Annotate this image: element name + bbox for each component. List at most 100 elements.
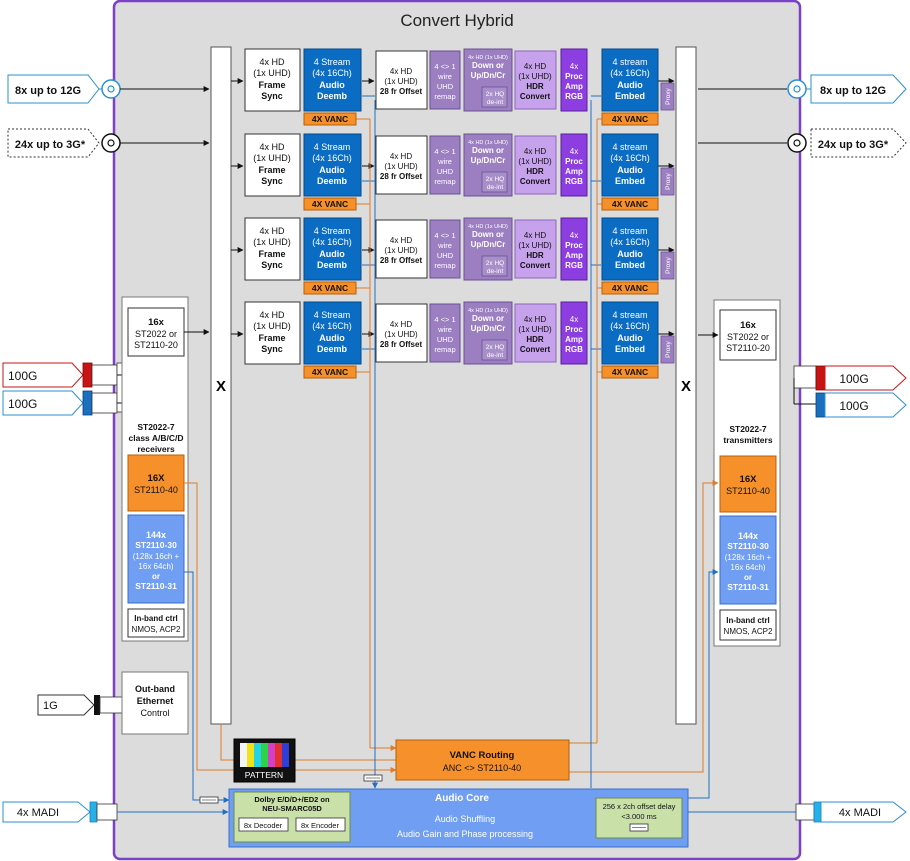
left-3g-connector: [101, 133, 121, 153]
right-12g-label: 8x up to 12G: [820, 85, 886, 97]
right-100g-b-label: 100G: [839, 399, 868, 413]
audio-core-title: Audio Core: [435, 793, 489, 804]
hdr-line-4: Convert: [520, 261, 551, 270]
offset-line-2: (1x UHD): [384, 246, 418, 255]
proc-line-4: RGB: [565, 345, 583, 354]
proc-line-1: 4x: [570, 231, 578, 240]
vanc-out-box: [601, 112, 659, 126]
offset-line-2: (1x UHD): [384, 162, 418, 171]
audio-deemb-line-4: Deemb: [317, 260, 348, 270]
hdr-convert-box: [514, 219, 557, 279]
right-madi-label: 4x MADI: [839, 807, 881, 819]
audio-deemb-line-1: 4 Stream: [314, 142, 351, 152]
down-line-5: de-int: [487, 268, 503, 275]
proc-line-1: 4x: [570, 147, 578, 156]
audio-embed-line-3: Audio: [617, 80, 643, 90]
outband-ethernet-box: [121, 671, 189, 735]
hdr-line-2: (1x UHD): [518, 241, 552, 250]
proc-amp-box: [560, 301, 588, 365]
vanc-in-label: 4X VANC: [312, 114, 348, 124]
receiver-audio-box: [127, 514, 185, 604]
audio-deemb-line-3: Audio: [319, 249, 345, 259]
receiver-proto-2: ST2110-20: [134, 340, 178, 350]
receiver-audio-proto: ST2110-30: [135, 540, 177, 550]
audio-embed-box: [601, 301, 659, 365]
left-1g-input: 1G: [37, 694, 123, 716]
proc-amp-box: [560, 217, 588, 281]
offset-line-3: 28 fr Offset: [380, 340, 423, 349]
vanc-routing-detail: ANC <> ST2110-40: [443, 763, 521, 773]
outband-line-1: Out-band: [135, 684, 175, 694]
vanc-routing-title: VANC Routing: [450, 750, 515, 761]
remap-line-1: 4 <> 1: [434, 62, 455, 71]
audio-deemb-line-2: (4x 16Ch): [312, 237, 352, 247]
audio-embed-line-3: Audio: [617, 249, 643, 259]
hdr-line-2: (1x UHD): [518, 325, 552, 334]
proc-line-3: Amp: [565, 251, 583, 260]
hdr-line-1: 4x HD: [524, 62, 546, 71]
audio-deemb-line-4: Deemb: [317, 344, 348, 354]
right-madi-connector: [813, 801, 822, 823]
transmitter-anc-count: 16X: [740, 474, 758, 485]
receiver-audio-alt: ST2110-31: [135, 581, 177, 591]
outband-line-3: Control: [140, 708, 169, 718]
proxy-label: Proxy: [665, 256, 672, 273]
receiver-ctrl-title: In-band ctrl: [134, 614, 178, 623]
frame-sync-box: [244, 301, 301, 365]
right-100g-output-a: 100G: [793, 365, 907, 391]
frame-sync-line-2: (1x UHD): [253, 68, 291, 78]
right-12g-output: 8x up to 12G: [698, 74, 907, 104]
proc-line-1: 4x: [570, 315, 578, 324]
audio-deemb-line-3: Audio: [319, 80, 345, 90]
audio-deemb-line-3: Audio: [319, 333, 345, 343]
offset-line-3: 28 fr Offset: [380, 87, 423, 96]
remap-line-2: wire: [437, 241, 452, 250]
left-1g-label: 1G: [43, 700, 58, 712]
receiver-count: 16x: [148, 317, 165, 328]
left-12g-input: 8x up to 12G: [7, 74, 210, 104]
left-100g-b-label: 100G: [8, 397, 37, 411]
dolby-line-2: NEU-SMARC05D: [262, 804, 322, 813]
remap-line-1: 4 <> 1: [434, 231, 455, 240]
offset-line-2: (1x UHD): [384, 77, 418, 86]
left-100g-a-connector: [82, 362, 93, 388]
audio-embed-line-1: 4 stream: [612, 310, 647, 320]
dolby-line-1: Dolby E/D/D+/ED2 on: [254, 795, 330, 804]
audio-deemb-box: [303, 48, 362, 112]
audio-core-line-2: Audio Gain and Phase processing: [397, 829, 533, 839]
proc-line-2: Proc: [565, 325, 583, 334]
proxy-label: Proxy: [665, 340, 672, 357]
audio-embed-line-1: 4 stream: [612, 142, 647, 152]
offset-box: [375, 135, 428, 195]
vanc-in-box: [303, 197, 357, 211]
receiver-proto-1: ST2022 or: [135, 329, 177, 339]
vanc-out-label: 4X VANC: [612, 367, 648, 377]
left-100g-a-label: 100G: [8, 369, 37, 383]
right-100g-b-connector: [815, 392, 826, 418]
remap-line-1: 4 <> 1: [434, 147, 455, 156]
frame-sync-line-2: (1x UHD): [253, 321, 291, 331]
uhd-remap-box: [429, 219, 461, 279]
left-12g-connector: [101, 79, 121, 99]
transmitter-ctrl-detail: NMOS, ACP2: [724, 627, 773, 636]
proc-line-2: Proc: [565, 157, 583, 166]
transmitter-audio-count: 144x: [738, 531, 758, 541]
frame-sync-line-3: Frame: [258, 165, 285, 175]
proxy-box: [660, 251, 675, 280]
down-line-4: 2x HQ: [486, 260, 504, 267]
proc-amp-box: [560, 133, 588, 197]
routing-lines: [184, 100, 719, 803]
hdr-line-1: 4x HD: [524, 315, 546, 324]
remap-line-4: remap: [434, 177, 455, 186]
vanc-out-label: 4X VANC: [612, 283, 648, 293]
down-line-5: de-int: [487, 184, 503, 191]
frame-sync-line-1: 4x HD: [259, 310, 285, 320]
offset-box: [375, 50, 428, 110]
delay-line-2: <3.000 ms: [621, 812, 656, 821]
decoder-label: 8x Decoder: [244, 821, 283, 830]
receiver-ctrl-detail: NMOS, ACP2: [132, 625, 181, 634]
right-12g-connector: [787, 79, 807, 99]
remap-line-2: wire: [437, 157, 452, 166]
